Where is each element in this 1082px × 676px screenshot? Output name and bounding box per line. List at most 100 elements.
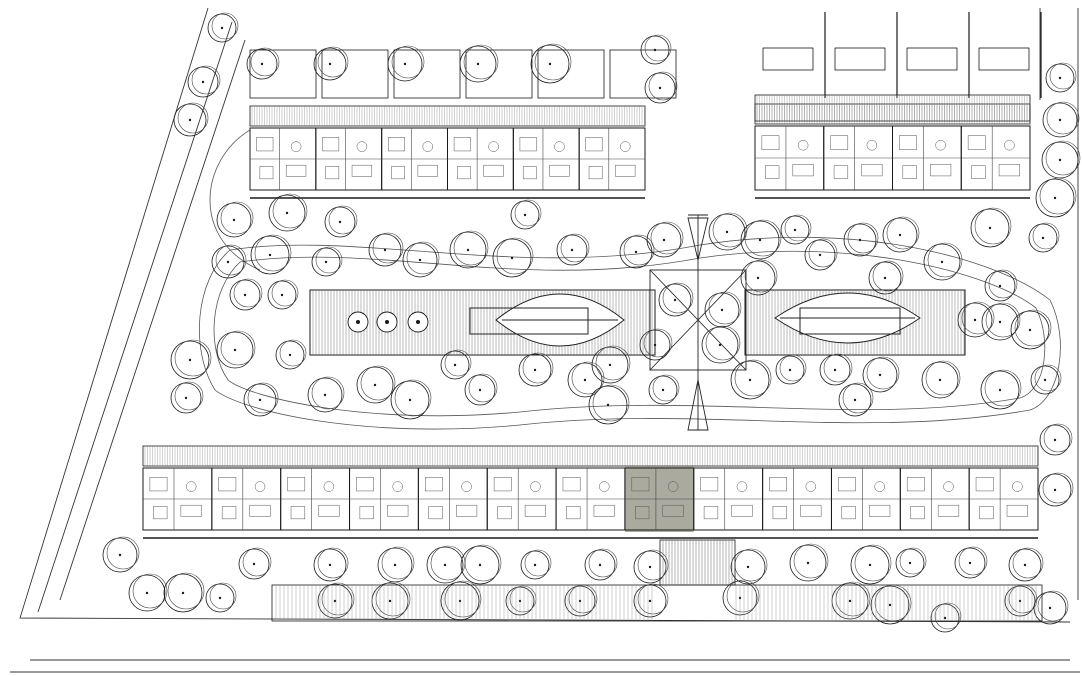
tree-canopy-outline xyxy=(444,580,482,618)
tree-trunk xyxy=(806,561,810,565)
tree-trunk xyxy=(324,260,328,264)
tree xyxy=(313,547,349,582)
tree-trunk xyxy=(988,226,992,230)
tree-trunk xyxy=(280,293,284,297)
tree-canopy-outline xyxy=(391,45,425,79)
tree-canopy xyxy=(1042,102,1078,138)
tree xyxy=(510,199,542,230)
furniture xyxy=(937,504,960,517)
tree xyxy=(591,345,631,384)
tree-canopy-outline xyxy=(315,246,343,274)
tree-trunk xyxy=(858,238,862,242)
tree-canopy xyxy=(211,245,245,279)
tree-trunk xyxy=(1053,488,1057,492)
tree-trunk xyxy=(1028,328,1032,332)
tree-canopy xyxy=(730,549,766,585)
tree-canopy-outline xyxy=(1034,364,1062,392)
north-gardens xyxy=(249,12,1042,122)
tree-canopy xyxy=(275,340,305,370)
tree-canopy xyxy=(313,47,347,81)
building-north-west-row xyxy=(249,105,646,199)
tree-canopy xyxy=(775,355,805,385)
tree-canopy xyxy=(102,537,138,573)
tree-canopy-outline xyxy=(372,232,404,264)
tree xyxy=(640,34,672,65)
tree xyxy=(520,549,552,580)
tree-canopy-outline xyxy=(847,222,879,254)
tree-canopy xyxy=(1038,473,1072,507)
tree-canopy-outline xyxy=(793,543,829,579)
tree-canopy-outline xyxy=(927,242,963,278)
tree-canopy-outline xyxy=(1042,472,1074,504)
patio xyxy=(906,47,958,71)
furniture xyxy=(662,504,684,517)
tree xyxy=(368,232,404,267)
tree-canopy xyxy=(588,385,628,425)
tree-canopy xyxy=(128,574,166,612)
tree-trunk xyxy=(188,118,192,122)
bed xyxy=(359,506,374,520)
tree-canopy xyxy=(556,234,588,266)
tree-canopy-outline xyxy=(177,102,209,134)
tree-trunk xyxy=(718,343,722,347)
furniture xyxy=(149,477,168,492)
furniture xyxy=(906,477,925,492)
furniture xyxy=(562,477,581,492)
table xyxy=(1012,481,1023,492)
tree-canopy-outline xyxy=(279,339,307,367)
tree xyxy=(390,379,432,420)
tree-canopy xyxy=(307,377,343,413)
tree-trunk xyxy=(476,62,480,66)
tree-canopy xyxy=(740,260,776,296)
tree-trunk xyxy=(220,26,224,30)
table xyxy=(866,139,878,151)
tree xyxy=(954,546,988,579)
tree-canopy xyxy=(216,331,254,369)
tree-canopy-outline xyxy=(708,291,742,325)
tree-canopy xyxy=(838,383,872,417)
tree-trunk xyxy=(661,388,665,392)
tree xyxy=(1008,547,1044,582)
tree-canopy xyxy=(170,382,202,414)
tree-canopy-outline xyxy=(1012,547,1044,579)
tree-trunk xyxy=(418,258,422,262)
tree-trunk xyxy=(898,233,902,237)
bed xyxy=(902,165,917,179)
patio xyxy=(978,47,1030,71)
tree xyxy=(492,237,534,278)
tree xyxy=(567,361,605,398)
tree-canopy-outline xyxy=(644,34,672,62)
tree-canopy xyxy=(701,326,739,364)
tree-canopy-outline xyxy=(899,547,927,575)
table xyxy=(488,141,499,152)
tree-trunk xyxy=(338,220,342,224)
tree-trunk xyxy=(943,616,947,620)
bed xyxy=(910,506,925,520)
tree xyxy=(980,369,1022,410)
furniture xyxy=(287,477,306,492)
tree-trunk xyxy=(658,86,662,90)
tree-trunk xyxy=(118,553,122,557)
tree-canopy xyxy=(567,362,603,398)
tree-canopy xyxy=(819,354,851,386)
furniture xyxy=(218,477,237,492)
tree xyxy=(1033,590,1069,625)
tree-trunk xyxy=(908,561,912,565)
table xyxy=(323,481,335,492)
tree-canopy-outline xyxy=(1045,140,1081,176)
tree-canopy xyxy=(368,233,402,267)
table xyxy=(461,481,472,492)
bed xyxy=(428,506,443,520)
tree xyxy=(1038,472,1074,507)
bed xyxy=(457,166,471,180)
tree-canopy xyxy=(402,242,438,278)
tree-trunk xyxy=(252,562,256,566)
tree-trunk xyxy=(533,368,537,372)
tree-canopy-outline xyxy=(958,546,988,576)
tree-canopy-outline xyxy=(250,47,280,77)
tree-canopy xyxy=(173,103,207,137)
tree xyxy=(1028,222,1060,253)
tree-canopy-outline xyxy=(394,379,432,417)
tree-trunk xyxy=(443,563,447,567)
tree xyxy=(440,349,472,380)
